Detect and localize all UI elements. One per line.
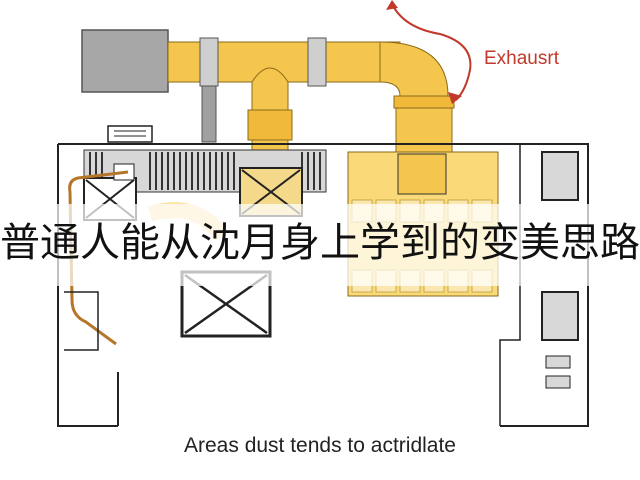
right-small-box-1 (545, 355, 571, 369)
exhaust-collar (393, 95, 455, 109)
center-duct-rings (247, 109, 293, 141)
diagram-caption: Areas dust tends to actridlate (184, 434, 456, 457)
grey-vertical-pipe (201, 85, 217, 143)
overlay-title: 普通人能从沈月身上学到的变美思路 (0, 220, 640, 266)
filter-stripes (89, 152, 321, 190)
right-unit-top (541, 151, 579, 201)
right-unit-mid (541, 291, 579, 341)
exhaust-arrow-tail (386, 0, 398, 10)
duct-collar-1 (199, 37, 219, 87)
duct-collar-2 (307, 37, 327, 87)
vent-grille-icon (107, 125, 153, 143)
grey-air-handler (81, 29, 169, 93)
title-overlay-band (0, 204, 640, 286)
exhaust-arrow-head (448, 92, 462, 104)
exhaust-elbow (379, 41, 449, 101)
right-small-box-2 (545, 375, 571, 389)
exhaust-label: Exhausrt (484, 48, 559, 69)
exhaust-arrow-icon (391, 3, 472, 101)
dust-area-core (397, 153, 447, 195)
exhaust-riser (395, 107, 453, 153)
left-inner-wall (64, 291, 99, 351)
